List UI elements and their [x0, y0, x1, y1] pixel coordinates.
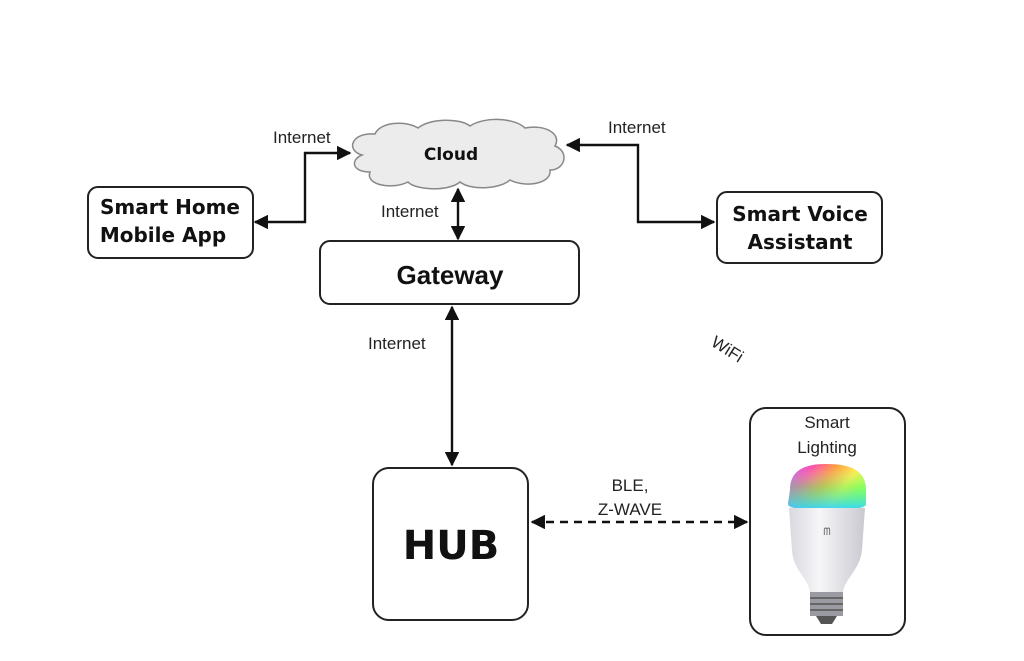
- zwave-label: Z-WAVE: [598, 500, 662, 519]
- mobile-app-label-line2: Mobile App: [100, 223, 226, 247]
- lighting-label-line2: Lighting: [797, 438, 857, 457]
- voice-cloud-connector: [565, 137, 716, 230]
- voice-assistant-node: Smart Voice Assistant: [716, 191, 883, 264]
- cloud-gateway-label: Internet: [381, 202, 439, 221]
- gateway-node: Gateway: [319, 240, 580, 305]
- hub-label: HUB: [403, 523, 499, 569]
- cloud-label: Cloud: [424, 145, 478, 165]
- mobile-app-node: Smart Home Mobile App: [87, 186, 254, 259]
- smart-lighting-node: Smart Lighting ᗰ: [749, 407, 906, 636]
- cloud-icon: [351, 118, 565, 190]
- voice-assistant-label-line1: Smart Voice: [732, 202, 868, 226]
- mobile-app-label-line1: Smart Home: [100, 195, 240, 219]
- lighting-label-line1: Smart: [804, 413, 850, 432]
- ble-label: BLE,: [612, 476, 649, 495]
- hub-node: HUB: [372, 467, 529, 621]
- app-cloud-connector: [253, 145, 352, 230]
- cloud-node: Cloud: [351, 118, 565, 190]
- voice-cloud-label: Internet: [608, 118, 666, 137]
- gateway-label: Gateway: [397, 260, 504, 290]
- app-cloud-label: Internet: [273, 128, 331, 147]
- light-bulb-icon: ᗰ: [788, 464, 866, 624]
- gateway-hub-label: Internet: [368, 334, 426, 353]
- wifi-label: WiFi: [708, 332, 747, 366]
- svg-text:ᗰ: ᗰ: [823, 527, 830, 538]
- voice-assistant-label-line2: Assistant: [748, 230, 853, 254]
